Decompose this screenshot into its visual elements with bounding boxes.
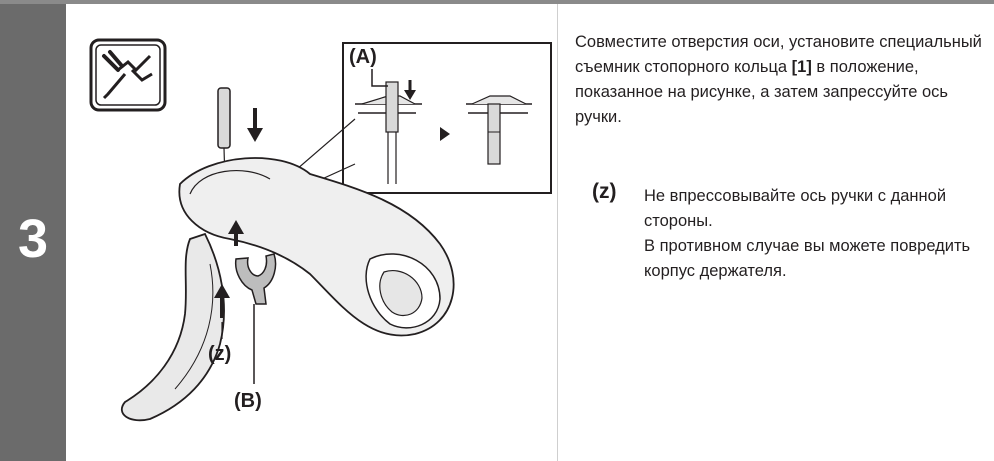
column-divider: [557, 4, 558, 461]
instruction-text: Совместите отверстия оси, установите спе…: [575, 30, 985, 130]
part-reference: [1]: [791, 58, 812, 76]
step-number: 3: [17, 209, 49, 269]
top-rule: [0, 0, 994, 4]
callout-label-z: (z): [208, 343, 231, 365]
instruction-block: Совместите отверстия оси, установите спе…: [575, 30, 985, 130]
callout-label-a: (A): [349, 46, 377, 68]
callout-label-b: (B): [234, 390, 262, 412]
instruction-before: Совместите отверстия оси, установите спе…: [575, 33, 982, 76]
special-tool-icon: [89, 38, 167, 112]
note-line-2: В противном случае вы можете повредить к…: [644, 237, 971, 280]
ring-remover-tool: [234, 253, 277, 384]
instruction-after: в положение, показанное на рисунке, а за…: [575, 58, 948, 126]
axle-pin: [217, 87, 231, 217]
note-line-1: Не впрессовывайте ось ручки с данной сто…: [644, 187, 947, 230]
detail-callout-box: [342, 42, 552, 194]
installation-illustration: (A) (z): [89, 38, 552, 422]
note-marker: (z): [592, 180, 617, 203]
note-text: Не впрессовывайте ось ручки с данной сто…: [644, 184, 974, 284]
lever-bracket: [178, 157, 455, 337]
step-number-bar: 3: [0, 4, 66, 461]
brake-lever: [120, 232, 225, 422]
